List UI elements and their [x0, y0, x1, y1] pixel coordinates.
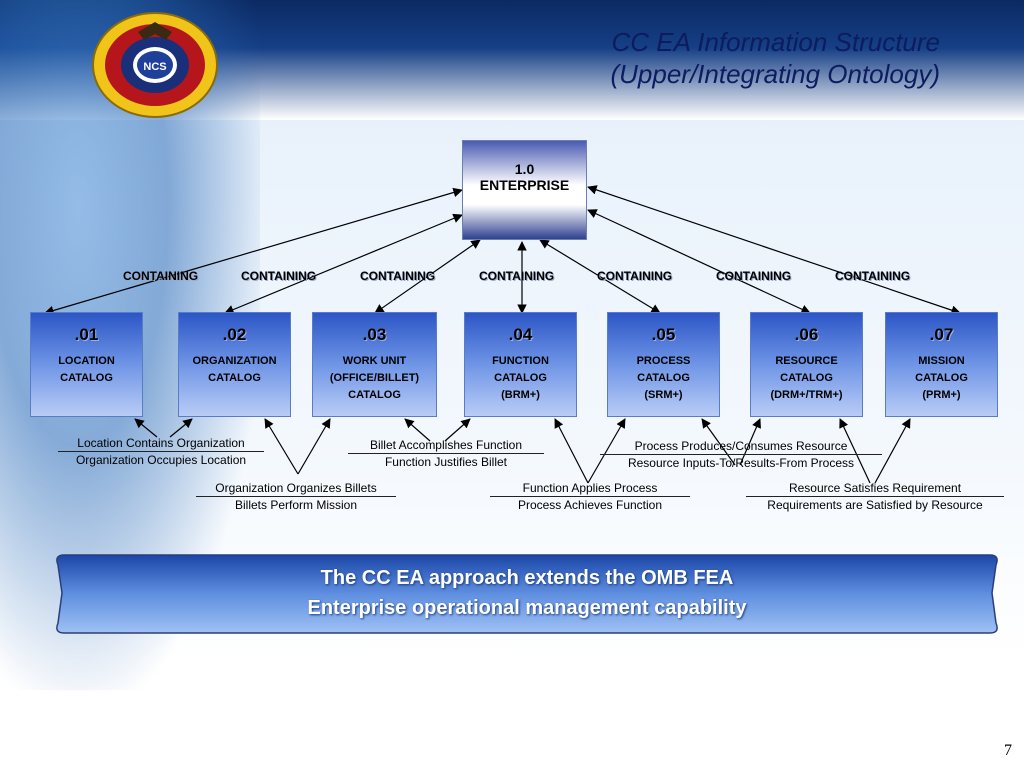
link-enterprise-mission	[587, 185, 961, 315]
catalog-name: WORK UNIT (OFFICE/BILLET) CATALOG	[329, 355, 420, 401]
relationship-forward: Resource Satisfies Requirement	[746, 480, 1004, 497]
link-enterprise-organization	[224, 213, 463, 315]
link-enterprise-workunit	[374, 239, 481, 314]
catalog-number: .06	[794, 325, 819, 344]
enterprise-label: ENTERPRISE	[479, 177, 570, 193]
relationship-reverse: Billets Perform Mission	[234, 498, 358, 512]
title-line-1: CC EA Information Structure	[611, 27, 941, 57]
catalog-name: FUNCTION CATALOG (BRM+)	[492, 355, 549, 401]
relationship-organization-billets: Organization Organizes Billets Billets P…	[196, 480, 396, 513]
catalog-number: .07	[929, 325, 954, 344]
relationship-forward: Process Produces/Consumes Resource	[600, 438, 882, 455]
relationship-reverse: Requirements are Satisfied by Resource	[767, 498, 983, 512]
containing-label: CONTAINING	[360, 269, 436, 283]
summary-banner	[56, 554, 998, 634]
link-enterprise-location	[44, 187, 463, 316]
catalog-number: .02	[222, 325, 247, 344]
relationship-forward: Function Applies Process	[490, 480, 690, 497]
title-line-2: (Upper/Integrating Ontology)	[610, 59, 940, 89]
svg-text:NCS: NCS	[143, 61, 166, 73]
containing-label: CONTAINING	[479, 269, 555, 283]
enterprise-node: 1.0 ENTERPRISE	[462, 140, 587, 240]
relationship-process-resource: Process Produces/Consumes Resource Resou…	[600, 438, 882, 471]
catalog-number: .01	[74, 325, 99, 344]
relationship-forward: Location Contains Organization	[58, 435, 264, 452]
catalog-name: LOCATION CATALOG	[58, 355, 115, 384]
catalog-number: .04	[508, 325, 533, 344]
link-enterprise-resource	[587, 209, 811, 314]
catalog-name: RESOURCE CATALOG (DRM+/TRM+)	[770, 355, 843, 401]
relationship-reverse: Organization Occupies Location	[75, 453, 247, 467]
catalog-function: .04 FUNCTION CATALOG (BRM+)	[464, 312, 577, 417]
enterprise-number: 1.0	[514, 161, 535, 177]
catalog-process: .05 PROCESS CATALOG (SRM+)	[607, 312, 720, 417]
catalog-name: PROCESS CATALOG (SRM+)	[636, 355, 691, 401]
relationship-reverse: Resource Inputs-To/Results-From Process	[627, 456, 855, 470]
catalog-number: .03	[362, 325, 387, 344]
relationship-reverse: Process Achieves Function	[517, 498, 663, 512]
catalog-location: .01 LOCATION CATALOG	[30, 312, 143, 417]
banner-line-2: Enterprise operational management capabi…	[307, 597, 747, 619]
slide-title: CC EA Information Structure (Upper/Integ…	[520, 26, 940, 90]
relationship-billet-function: Billet Accomplishes Function Function Ju…	[348, 437, 544, 470]
containing-label: CONTAINING	[597, 269, 673, 283]
containing-label: CONTAINING	[123, 269, 199, 283]
catalog-name: MISSION CATALOG (PRM+)	[915, 355, 968, 401]
catalog-resource: .06 RESOURCE CATALOG (DRM+/TRM+)	[750, 312, 863, 417]
page-number: 7	[1004, 742, 1012, 759]
relationship-location-organization: Location Contains Organization Organizat…	[58, 435, 264, 468]
containing-label: CONTAINING	[716, 269, 792, 283]
relationship-reverse: Function Justifies Billet	[384, 455, 508, 469]
containing-label: CONTAINING	[241, 269, 317, 283]
relationship-function-process: Function Applies Process Process Achieve…	[490, 480, 690, 513]
relationship-resource-requirement: Resource Satisfies Requirement Requireme…	[746, 480, 1004, 513]
catalog-work-unit: .03 WORK UNIT (OFFICE/BILLET) CATALOG	[312, 312, 437, 417]
catalog-name: ORGANIZATION CATALOG	[192, 355, 277, 384]
summary-banner-text: The CC EA approach extends the OMB FEA E…	[52, 563, 1002, 623]
catalog-organization: .02 ORGANIZATION CATALOG	[178, 312, 291, 417]
containing-label: CONTAINING	[835, 269, 911, 283]
catalog-mission: .07 MISSION CATALOG (PRM+)	[885, 312, 998, 417]
relationship-forward: Organization Organizes Billets	[196, 480, 396, 497]
catalog-number: .05	[651, 325, 676, 344]
banner-line-1: The CC EA approach extends the OMB FEA	[320, 567, 734, 589]
ncs-seal-logo: NCS	[92, 12, 218, 118]
relationship-forward: Billet Accomplishes Function	[348, 437, 544, 454]
